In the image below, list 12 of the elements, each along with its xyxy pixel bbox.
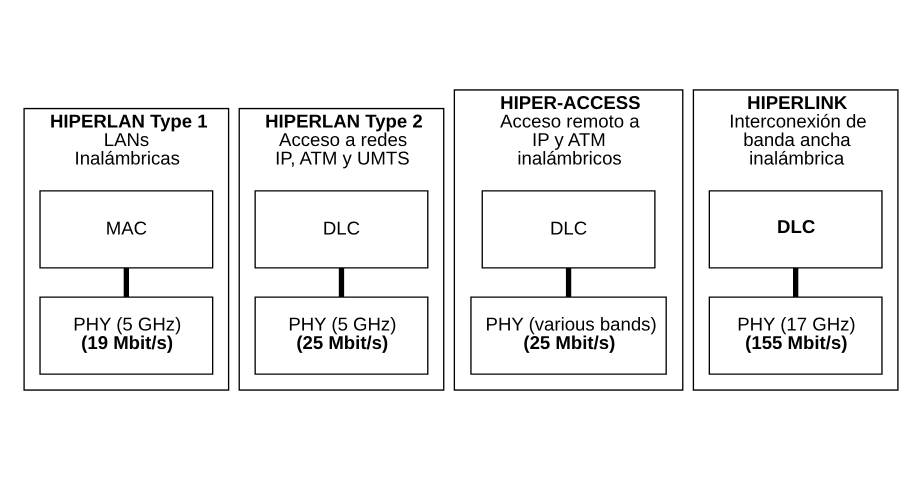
connector [566, 268, 572, 296]
node-box: MAC [39, 190, 214, 268]
node-box: DLC [254, 190, 428, 268]
node-box: PHY (various bands) (25 Mbit/s) [470, 296, 667, 374]
connector [793, 268, 798, 296]
node-box: PHY (5 GHz) (19 Mbit/s) [39, 296, 214, 374]
connector [338, 268, 344, 296]
node-box: DLC [708, 190, 883, 268]
node-box: DLC [482, 190, 656, 268]
node-box: PHY (5 GHz) (25 Mbit/s) [254, 296, 428, 374]
connector [124, 268, 129, 296]
node-box: PHY (17 GHz) (155 Mbit/s) [708, 296, 883, 374]
